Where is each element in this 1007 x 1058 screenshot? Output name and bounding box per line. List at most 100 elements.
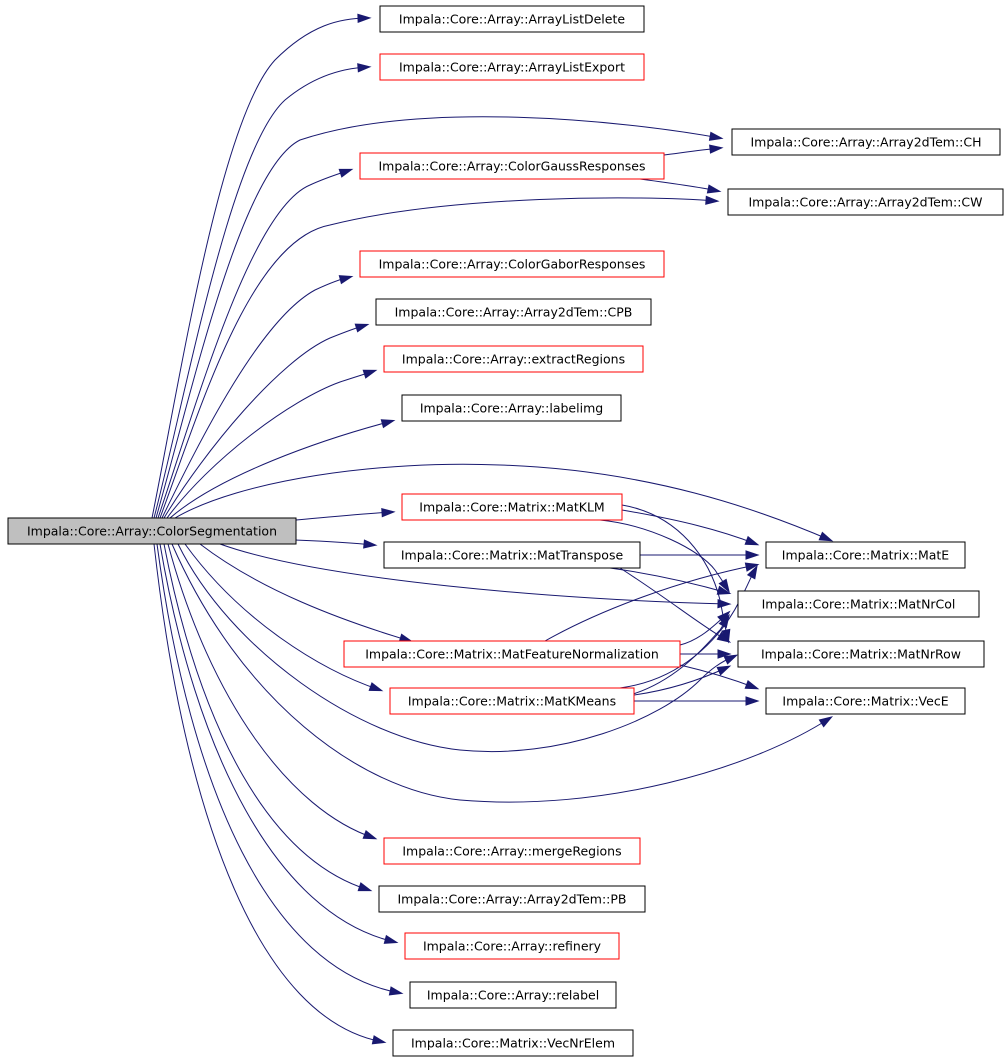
node-box[interactable] xyxy=(359,152,665,180)
node-box[interactable] xyxy=(359,250,665,278)
edge-color_segmentation-to-array_list_delete xyxy=(151,13,372,519)
arrowhead xyxy=(744,679,760,690)
node-label[interactable]: Impala::Core::Array::labelimg xyxy=(420,401,603,416)
edge-mat_klm-to-mat_nr_col xyxy=(599,519,730,594)
node-label[interactable]: Impala::Core::Array::ArrayListExport xyxy=(399,60,625,75)
node-relabel[interactable]: Impala::Core::Array::relabel xyxy=(409,981,617,1009)
edge-mat_feature_normalization-to-mat_e xyxy=(544,562,760,642)
node-color-gauss-responses[interactable]: Impala::Core::Array::ColorGaussResponses xyxy=(359,152,665,180)
arrowhead xyxy=(716,631,732,643)
node-box[interactable] xyxy=(401,394,622,422)
node-vec-nr-elem[interactable]: Impala::Core::Matrix::VecNrElem xyxy=(392,1029,634,1057)
node-box[interactable] xyxy=(765,541,966,569)
arrowhead xyxy=(381,508,396,518)
node-label[interactable]: Impala::Core::Matrix::MatTranspose xyxy=(401,548,624,563)
edge-mat_kmeans-to-vec_e xyxy=(634,696,760,706)
node-label[interactable]: Impala::Core::Array::refinery xyxy=(423,939,602,954)
node-box[interactable] xyxy=(404,932,620,960)
arrowhead xyxy=(708,131,724,141)
node-labelimg[interactable]: Impala::Core::Array::labelimg xyxy=(401,394,622,422)
arrowhead xyxy=(357,63,372,73)
node-box[interactable] xyxy=(401,493,623,521)
edge-color_segmentation-to-vec_e xyxy=(171,543,834,803)
node-box[interactable] xyxy=(7,517,297,545)
node-array2dtem-cpb[interactable]: Impala::Core::Array::Array2dTem::CPB xyxy=(375,298,652,326)
node-box[interactable] xyxy=(731,128,1001,156)
node-box[interactable] xyxy=(383,837,641,865)
node-color-gabor-responses[interactable]: Impala::Core::Array::ColorGaborResponses xyxy=(359,250,665,278)
node-label[interactable]: Impala::Core::Array::Array2dTem::CW xyxy=(749,195,983,210)
edge-mat_transpose-to-mat_nr_row xyxy=(619,567,732,643)
node-box[interactable] xyxy=(343,640,681,668)
node-box[interactable] xyxy=(383,541,641,569)
node-mat-transpose[interactable]: Impala::Core::Matrix::MatTranspose xyxy=(383,541,641,569)
node-box[interactable] xyxy=(765,687,966,715)
arrowhead xyxy=(368,682,384,692)
node-label[interactable]: Impala::Core::Array::Array2dTem::CPB xyxy=(395,305,633,320)
node-label[interactable]: Impala::Core::Matrix::MatFeatureNormaliz… xyxy=(365,647,659,662)
node-mat-nr-row[interactable]: Impala::Core::Matrix::MatNrRow xyxy=(737,640,985,668)
node-label[interactable]: Impala::Core::Matrix::VecNrElem xyxy=(411,1036,615,1051)
node-color-segmentation[interactable]: Impala::Core::Array::ColorSegmentation xyxy=(7,517,297,545)
node-box[interactable] xyxy=(379,53,645,81)
arrowhead xyxy=(745,550,760,560)
node-label[interactable]: Impala::Core::Array::Array2dTem::CH xyxy=(750,135,981,150)
arrowhead xyxy=(363,539,378,549)
arrowhead xyxy=(718,578,730,594)
node-label[interactable]: Impala::Core::Matrix::VecE xyxy=(782,694,948,709)
node-label[interactable]: Impala::Core::Array::extractRegions xyxy=(402,352,625,367)
edge-color_gauss_responses-to-array2dtem_cw xyxy=(639,178,722,194)
node-box[interactable] xyxy=(389,687,635,715)
node-label[interactable]: Impala::Core::Array::ArrayListDelete xyxy=(399,12,625,27)
node-box[interactable] xyxy=(409,981,617,1009)
node-mat-nr-col[interactable]: Impala::Core::Matrix::MatNrCol xyxy=(737,590,980,618)
node-mat-e[interactable]: Impala::Core::Matrix::MatE xyxy=(765,541,966,569)
edge-color_gauss_responses-to-array2dtem_ch xyxy=(663,144,724,156)
edge-color_segmentation-to-color_gabor_responses xyxy=(161,275,354,519)
node-box[interactable] xyxy=(383,345,644,373)
node-label[interactable]: Impala::Core::Array::relabel xyxy=(427,988,599,1003)
node-box[interactable] xyxy=(378,885,646,913)
node-refinery[interactable]: Impala::Core::Array::refinery xyxy=(404,932,620,960)
node-mat-klm[interactable]: Impala::Core::Matrix::MatKLM xyxy=(401,493,623,521)
node-array2dtem-pb[interactable]: Impala::Core::Array::Array2dTem::PB xyxy=(378,885,646,913)
node-label[interactable]: Impala::Core::Matrix::MatNrCol xyxy=(762,597,956,612)
node-box[interactable] xyxy=(379,5,645,33)
nodes-layer: Impala::Core::Array::ColorSegmentationIm… xyxy=(7,5,1004,1057)
edge-color_segmentation-to-mat_feature_normalization xyxy=(199,543,414,643)
node-merge-regions[interactable]: Impala::Core::Array::mergeRegions xyxy=(383,837,641,865)
node-mat-feature-normalization[interactable]: Impala::Core::Matrix::MatFeatureNormaliz… xyxy=(343,640,681,668)
node-array-list-export[interactable]: Impala::Core::Array::ArrayListExport xyxy=(379,53,645,81)
node-label[interactable]: Impala::Core::Matrix::MatNrRow xyxy=(761,647,961,662)
node-mat-kmeans[interactable]: Impala::Core::Matrix::MatKMeans xyxy=(389,687,635,715)
node-label[interactable]: Impala::Core::Matrix::MatKMeans xyxy=(408,694,616,709)
node-label[interactable]: Impala::Core::Array::ColorSegmentation xyxy=(27,524,277,539)
node-box[interactable] xyxy=(392,1029,634,1057)
node-box[interactable] xyxy=(727,188,1004,216)
node-label[interactable]: Impala::Core::Matrix::MatKLM xyxy=(419,500,604,515)
arrowhead xyxy=(746,564,758,580)
edge-mat_klm-to-mat_nr_row xyxy=(621,504,731,644)
edge-mat_feature_normalization-to-mat_nr_row xyxy=(680,649,732,659)
node-box[interactable] xyxy=(737,640,985,668)
arrowhead xyxy=(818,716,834,728)
node-array-list-delete[interactable]: Impala::Core::Array::ArrayListDelete xyxy=(379,5,645,33)
arrowhead xyxy=(380,419,396,429)
node-array2dtem-ch[interactable]: Impala::Core::Array::Array2dTem::CH xyxy=(731,128,1001,156)
node-vec-e[interactable]: Impala::Core::Matrix::VecE xyxy=(765,687,966,715)
node-box[interactable] xyxy=(737,590,980,618)
edge-color_segmentation-to-labelimg xyxy=(169,419,396,519)
edge-color_segmentation-to-merge_regions xyxy=(167,543,378,840)
node-array2dtem-cw[interactable]: Impala::Core::Array::Array2dTem::CW xyxy=(727,188,1004,216)
arrowhead xyxy=(709,144,724,154)
arrowhead xyxy=(383,934,399,944)
node-extract-regions[interactable]: Impala::Core::Array::extractRegions xyxy=(383,345,644,373)
node-label[interactable]: Impala::Core::Array::ColorGaussResponses xyxy=(378,159,645,174)
node-label[interactable]: Impala::Core::Matrix::MatE xyxy=(782,548,949,563)
node-label[interactable]: Impala::Core::Array::ColorGaborResponses xyxy=(379,257,646,272)
node-label[interactable]: Impala::Core::Array::mergeRegions xyxy=(402,844,621,859)
edge-color_segmentation-to-array_list_export xyxy=(153,63,372,519)
node-box[interactable] xyxy=(375,298,652,326)
node-label[interactable]: Impala::Core::Array::Array2dTem::PB xyxy=(397,892,626,907)
